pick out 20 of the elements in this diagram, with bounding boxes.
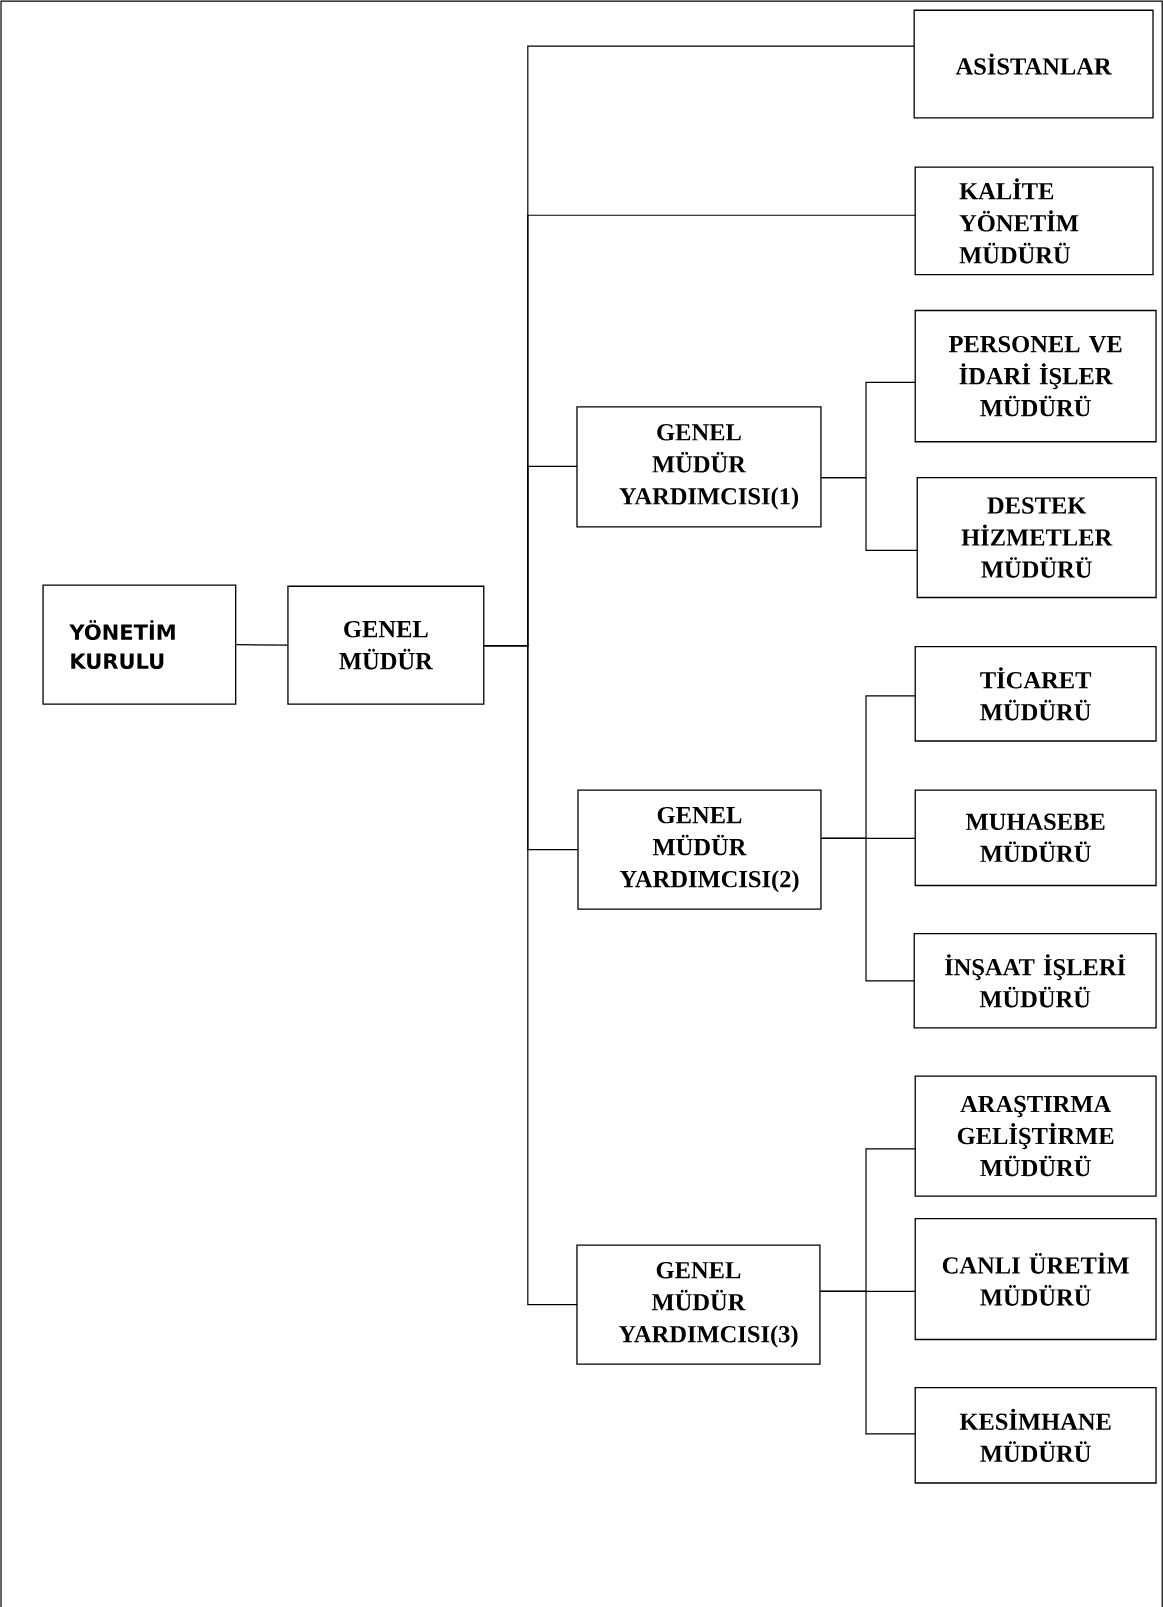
connector-line — [820, 837, 915, 982]
org-box: TİCARET MÜDÜRÜ — [914, 646, 1157, 742]
connector-line — [483, 645, 578, 1306]
org-box: ARAŞTIRMA GELİŞTİRME MÜDÜRÜ — [914, 1075, 1157, 1197]
org-box: KESİMHANE MÜDÜRÜ — [914, 1387, 1157, 1484]
org-box: GENEL MÜDÜR — [287, 585, 485, 705]
connector-line — [820, 477, 918, 551]
connector-line — [235, 644, 288, 646]
org-box: MUHASEBE MÜDÜRÜ — [914, 789, 1157, 887]
org-box: DESTEK HİZMETLER MÜDÜRÜ — [916, 476, 1157, 599]
org-box: GENEL MÜDÜR YARDIMCISI(2) — [577, 789, 822, 910]
connector-line — [819, 1290, 916, 1435]
org-box: KALİTE YÖNETİM MÜDÜRÜ — [914, 166, 1154, 276]
org-box: CANLI ÜRETİM MÜDÜRÜ — [914, 1217, 1157, 1341]
org-box: GENEL MÜDÜR YARDIMCISI(1) — [576, 406, 822, 528]
org-box: ASİSTANLAR — [913, 9, 1154, 119]
org-box: PERSONEL VE İDARİ İŞLER MÜDÜRÜ — [914, 309, 1157, 443]
org-box: GENEL MÜDÜR YARDIMCISI(3) — [576, 1244, 821, 1365]
org-box: YÖNETİM KURULU — [42, 584, 237, 705]
org-box: İNŞAAT İŞLERİ MÜDÜRÜ — [913, 933, 1157, 1029]
